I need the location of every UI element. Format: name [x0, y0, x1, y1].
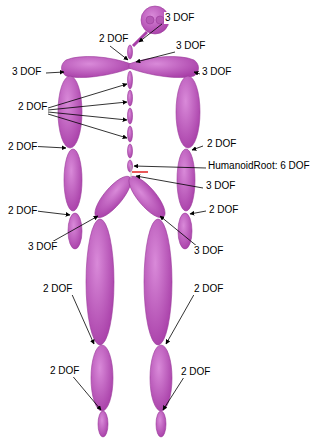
- dof-label: 2 DOF: [17, 101, 48, 113]
- dof-label: HumanoidRoot: 6 DOF: [207, 160, 311, 172]
- dof-label: 2 DOF: [206, 138, 237, 150]
- dof-label: 2 DOF: [180, 366, 211, 378]
- dof-label: 2 DOF: [7, 141, 38, 153]
- dof-label: 2 DOF: [193, 283, 224, 295]
- dof-label: 2 DOF: [7, 205, 38, 217]
- dof-label: 2 DOF: [49, 365, 80, 377]
- dof-label: 3 DOF: [164, 12, 195, 24]
- dof-label: 3 DOF: [11, 66, 42, 78]
- dof-label: 2 DOF: [42, 283, 73, 295]
- dof-label: 3 DOF: [201, 66, 232, 78]
- dof-label: 2 DOF: [208, 204, 239, 216]
- dof-label: 3 DOF: [193, 245, 224, 257]
- dof-label: 3 DOF: [205, 180, 236, 192]
- dof-label: 3 DOF: [27, 241, 58, 253]
- dof-label: 2 DOF: [98, 33, 129, 45]
- dof-label: 3 DOF: [175, 40, 206, 52]
